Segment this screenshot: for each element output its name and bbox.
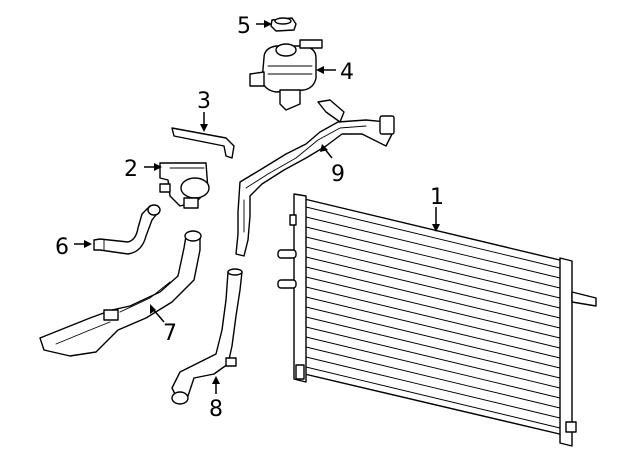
coolant-tube-assembly	[235, 99, 395, 257]
auxiliary-pump	[159, 162, 210, 209]
callout-4: 4	[340, 60, 354, 85]
small-hose	[93, 204, 161, 255]
hose	[171, 268, 243, 405]
radiator	[277, 193, 597, 447]
callout-1: 1	[430, 185, 444, 210]
callout-leaders	[74, 20, 440, 394]
lower-hose-duct	[39, 230, 202, 357]
callout-3: 3	[197, 89, 211, 114]
callout-9: 9	[331, 162, 345, 187]
reservoir-cap	[270, 17, 297, 32]
radiator-fins	[305, 206, 561, 429]
callout-8: 8	[209, 397, 223, 422]
callout-2: 2	[124, 157, 138, 182]
bracket	[171, 127, 235, 159]
callout-6: 6	[55, 235, 69, 260]
callout-5: 5	[237, 14, 251, 39]
callout-7: 7	[163, 321, 177, 346]
callout-labels: 1 2 3 4 5 6 7 8 9	[55, 14, 444, 422]
coolant-reservoir	[249, 39, 323, 111]
